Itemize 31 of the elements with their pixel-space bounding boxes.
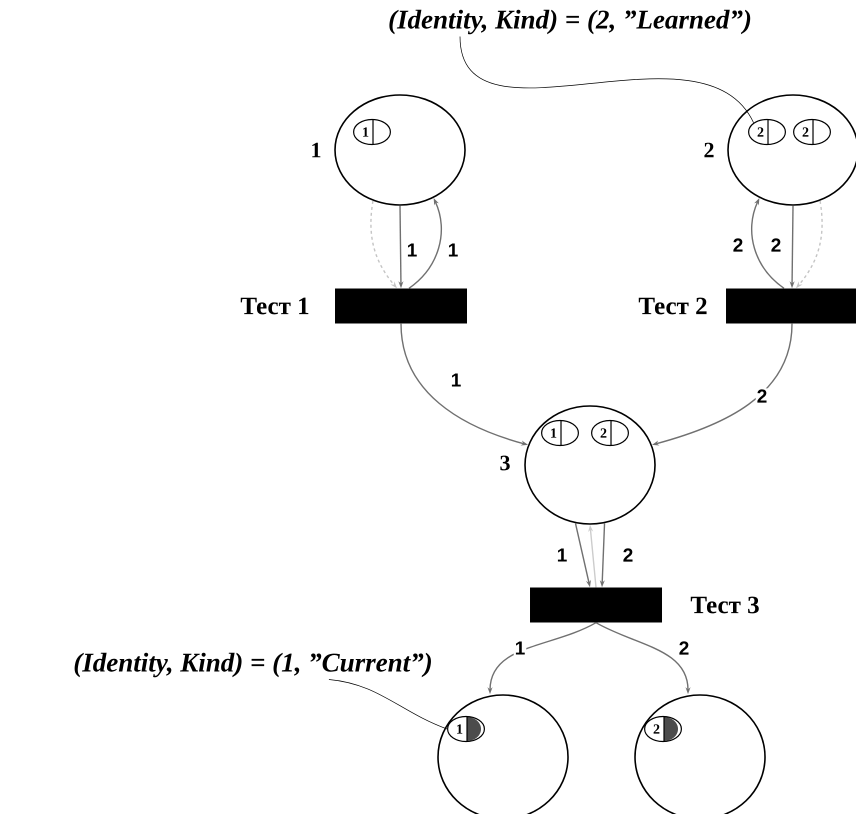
- edge-label: 2: [756, 388, 768, 404]
- transition-bar: [726, 288, 856, 324]
- transition-label: Тест 2: [638, 298, 707, 314]
- edge-label: 2: [732, 237, 744, 253]
- leader-line: [328, 679, 448, 730]
- place-label: 1: [312, 142, 320, 158]
- token: 2: [644, 716, 682, 742]
- place-circle: [334, 94, 466, 206]
- place-label: 2: [704, 142, 714, 158]
- edge-label: 1: [450, 372, 462, 388]
- place-circle: [524, 405, 656, 525]
- transition-label: Тест 3: [690, 596, 759, 614]
- edge-label: 1: [406, 242, 418, 258]
- token: 2: [748, 118, 786, 146]
- transition-bar: [335, 288, 467, 324]
- token: 1: [541, 420, 579, 446]
- token: 1: [353, 118, 391, 146]
- place-label: 3: [500, 456, 510, 470]
- edge-label: 2: [622, 547, 634, 563]
- edge-label: 1: [446, 242, 460, 258]
- token: 2: [591, 420, 629, 446]
- token: 1: [447, 716, 485, 742]
- annotation-text: (Identity, Kind) = (1, ”Current”): [74, 652, 431, 678]
- edge-label: 2: [678, 640, 690, 656]
- transition-label: Тест 1: [240, 298, 308, 314]
- edge-label: 2: [770, 237, 782, 253]
- transition-bar: [530, 588, 662, 622]
- annotation-text: (Identity, Kind) = (2, ”Learned”): [389, 10, 750, 34]
- edge-label: 1: [514, 640, 526, 656]
- edge-label: 1: [556, 547, 568, 563]
- token: 2: [793, 118, 831, 146]
